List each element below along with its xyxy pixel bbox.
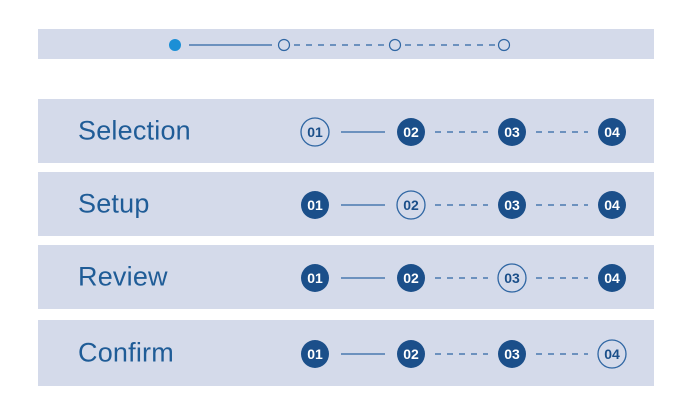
step-circle: 03 — [498, 340, 526, 368]
step-number: 04 — [604, 197, 620, 213]
step-circle-fill — [598, 264, 626, 292]
stepper-row-selection: Selection 01 02 03 04 — [38, 99, 654, 163]
stepper-row-review: Review 01 02 03 04 — [38, 245, 654, 309]
step-circle-fill — [598, 191, 626, 219]
step-circle: 04 — [598, 264, 626, 292]
step-circle-current: 01 — [300, 117, 330, 147]
step-number: 04 — [604, 124, 620, 140]
stepper-row-confirm: Confirm 01 02 03 04 — [38, 320, 654, 386]
stepper-track-selection: 01 02 03 04 — [300, 117, 626, 147]
row-label-confirm: Confirm — [78, 337, 174, 368]
step-circle-current: 04 — [597, 339, 627, 369]
step-circle-fill — [301, 340, 329, 368]
step-number: 04 — [604, 270, 620, 286]
mini-step-dot — [277, 38, 291, 52]
step-circle-fill — [498, 340, 526, 368]
step-circle: 03 — [498, 118, 526, 146]
step-number: 01 — [307, 270, 323, 286]
step-circle: 02 — [397, 340, 425, 368]
step-number: 02 — [403, 197, 419, 213]
step-number: 03 — [504, 197, 520, 213]
step-circle-current: 02 — [396, 190, 426, 220]
step-circle: 03 — [498, 191, 526, 219]
step-circle-fill — [397, 118, 425, 146]
step-circle-outline — [497, 263, 527, 293]
mini-step-dot — [497, 38, 511, 52]
step-number: 04 — [604, 346, 620, 362]
step-circle: 01 — [301, 264, 329, 292]
mini-step-dot-current — [169, 39, 181, 51]
stepper-track-review: 01 02 03 04 — [301, 263, 626, 293]
step-number: 03 — [504, 346, 520, 362]
step-circle-outline — [396, 190, 426, 220]
row-label-selection: Selection — [78, 115, 191, 146]
stepper-track-setup: 01 02 03 04 — [301, 190, 626, 220]
mini-step-dot — [388, 38, 402, 52]
progress-overview-bar — [38, 29, 654, 59]
step-circle: 01 — [301, 191, 329, 219]
step-circle: 02 — [397, 118, 425, 146]
row-label-review: Review — [78, 261, 168, 292]
step-number: 02 — [403, 124, 419, 140]
step-circle: 02 — [397, 264, 425, 292]
step-circle: 04 — [598, 191, 626, 219]
step-circle-fill — [498, 118, 526, 146]
step-number: 01 — [307, 124, 323, 140]
step-circle: 01 — [301, 340, 329, 368]
step-number: 03 — [504, 270, 520, 286]
step-circle-fill — [301, 264, 329, 292]
row-label-setup: Setup — [78, 188, 150, 219]
progress-overview-track — [169, 38, 511, 52]
step-circle-fill — [498, 191, 526, 219]
step-circle-fill — [397, 264, 425, 292]
step-circle-fill — [397, 340, 425, 368]
step-number: 02 — [403, 346, 419, 362]
stepper-row-setup: Setup 01 02 03 04 — [38, 172, 654, 236]
stepper-track-confirm: 01 02 03 04 — [301, 339, 627, 369]
step-circle-fill — [598, 118, 626, 146]
step-circle-current: 03 — [497, 263, 527, 293]
step-circle-fill — [301, 191, 329, 219]
step-circle-outline — [300, 117, 330, 147]
step-number: 02 — [403, 270, 419, 286]
step-number: 03 — [504, 124, 520, 140]
step-number: 01 — [307, 197, 323, 213]
step-circle: 04 — [598, 118, 626, 146]
step-number: 01 — [307, 346, 323, 362]
step-circle-outline — [597, 339, 627, 369]
